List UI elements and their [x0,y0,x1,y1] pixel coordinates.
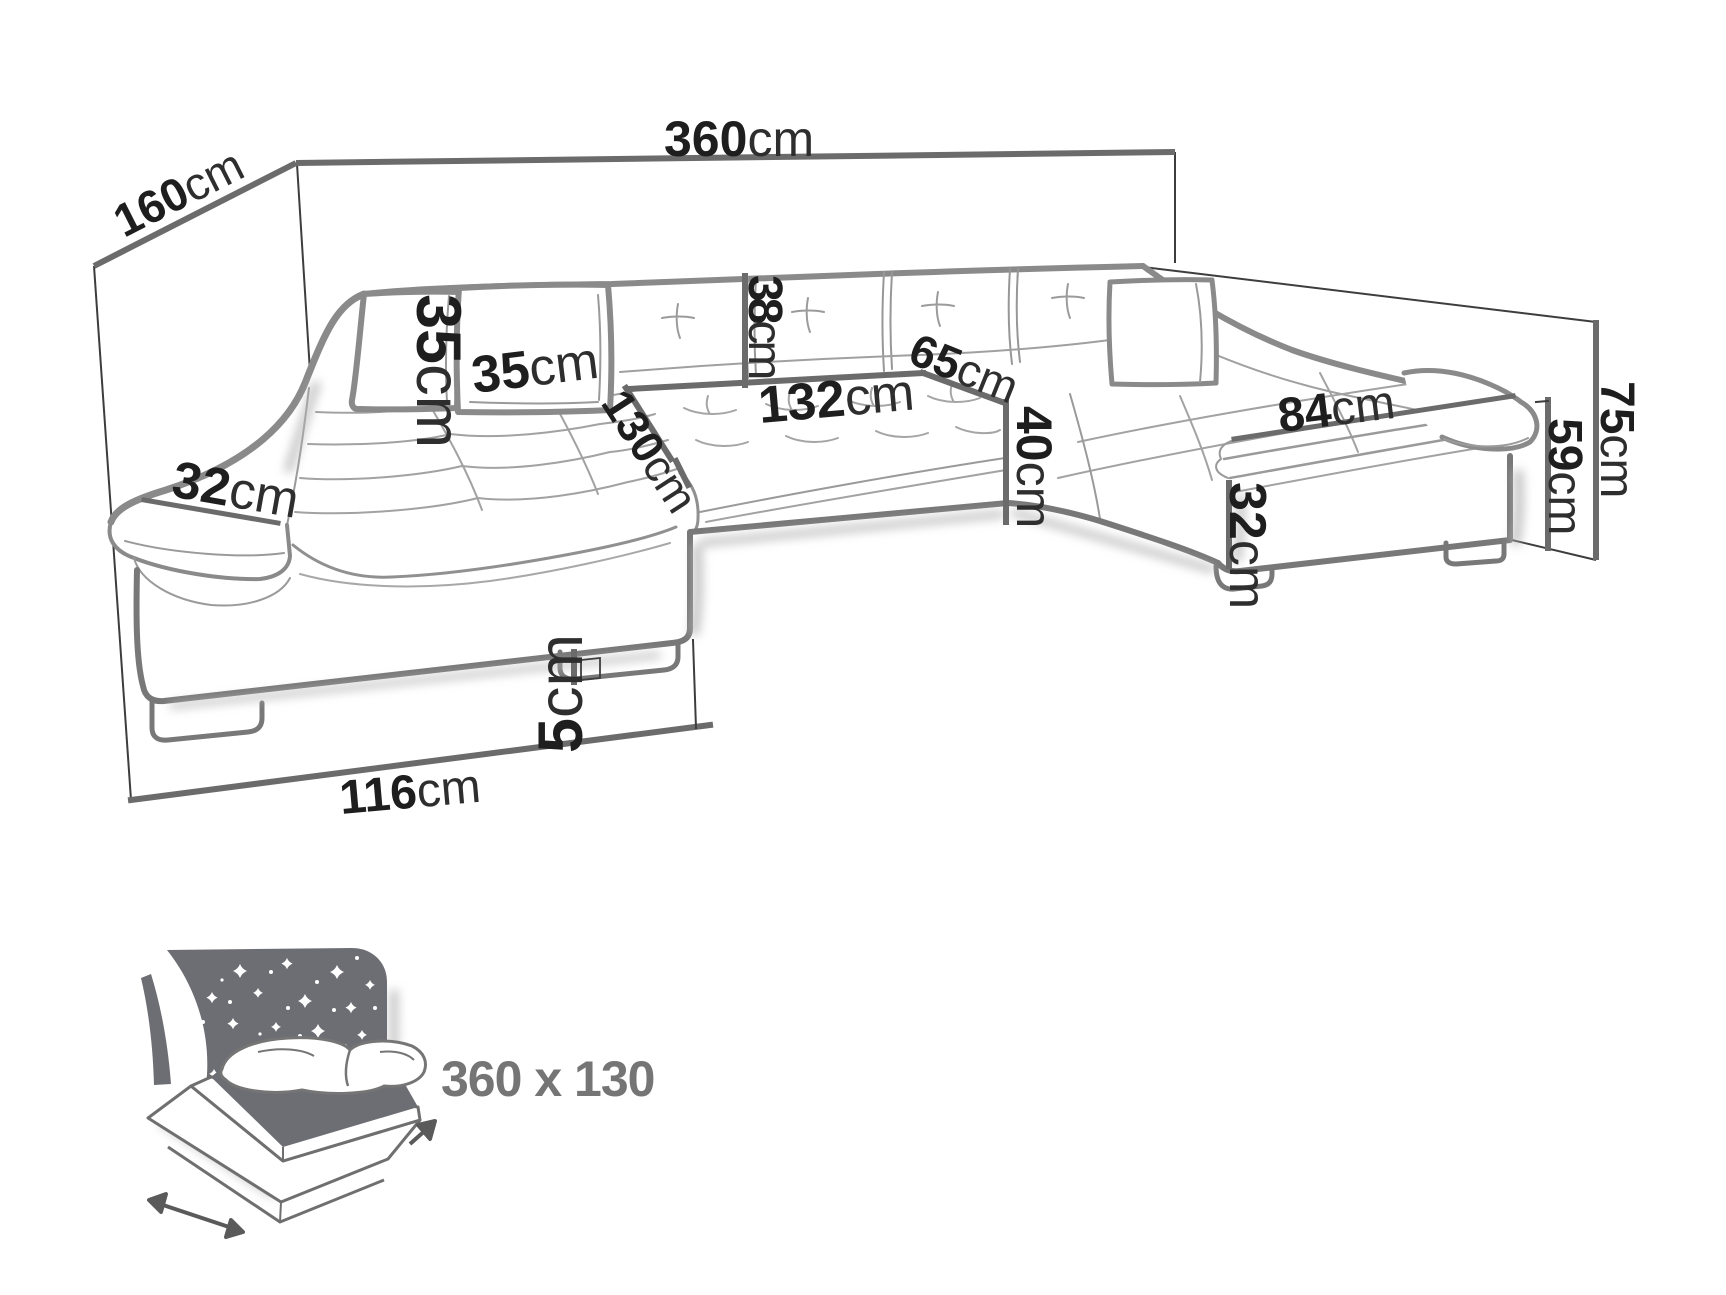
svg-text:84cm: 84cm [1275,376,1398,443]
svg-text:32cm: 32cm [1218,482,1276,609]
svg-text:116cm: 116cm [337,760,483,825]
svg-text:38cm: 38cm [738,275,791,377]
svg-text:360cm: 360cm [664,111,814,167]
svg-text:75cm: 75cm [1590,381,1643,498]
svg-text:59cm: 59cm [1538,418,1591,535]
svg-text:40cm: 40cm [1006,406,1062,528]
svg-text:132cm: 132cm [756,364,917,435]
svg-text:35cm: 35cm [403,294,473,448]
svg-text:5cm: 5cm [526,634,596,753]
svg-text:360 x 130: 360 x 130 [441,1051,654,1107]
svg-text:32cm: 32cm [168,451,303,530]
